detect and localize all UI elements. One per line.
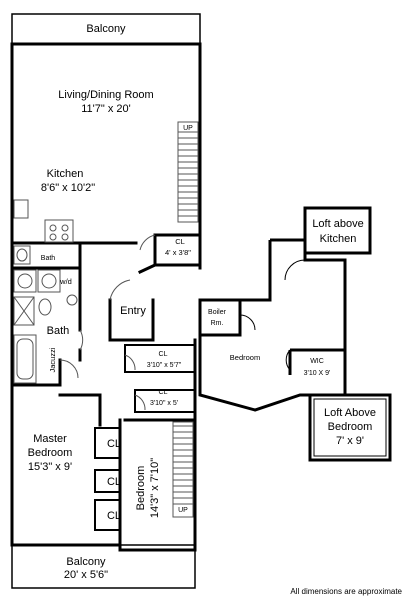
master-bedroom-line2: Bedroom — [28, 447, 73, 459]
master-bedroom-line1: Master — [33, 433, 67, 445]
entry-label: Entry — [120, 305, 146, 317]
loft-bedroom-line2: Bedroom — [328, 421, 373, 433]
master-closet-1: CL — [107, 438, 121, 450]
washer-dryer-label: w/d — [59, 277, 72, 286]
living-dining-size: 11'7" x 20' — [81, 103, 131, 115]
bath-label: Bath — [47, 325, 70, 337]
bath-small-label: Bath — [41, 255, 56, 262]
closet-hall-2-name: CL — [159, 389, 168, 396]
balcony-top-label: Balcony — [86, 23, 126, 35]
kitchen-name: Kitchen — [47, 168, 84, 180]
closet-hall-1-size: 3'10" x 5'7" — [147, 362, 182, 369]
master-bedroom-size: 15'3" x 9' — [28, 461, 72, 473]
bedroom-2-name: Bedroom — [135, 466, 147, 511]
loft-bedroom-line1: Loft Above — [324, 407, 376, 419]
living-dining-name: Living/Dining Room — [58, 89, 153, 101]
boiler-line1: Boiler — [208, 309, 227, 316]
master-closet-2: CL — [107, 476, 121, 488]
wic-name: WIC — [310, 358, 324, 365]
dimensions-note: All dimensions are approximate — [290, 587, 402, 596]
closet-kitchen-name: CL — [175, 237, 185, 246]
bedroom-2-size: 14'3" x 7'10" — [149, 458, 161, 518]
loft-kitchen-line2: Kitchen — [320, 233, 357, 245]
closet-hall-1-name: CL — [159, 351, 168, 358]
closet-kitchen-size: 4' x 3'8" — [165, 248, 191, 257]
closet-hall-2-size: 3'10" x 5' — [150, 400, 178, 407]
jacuzzi-label: Jacuzzi — [48, 347, 57, 372]
wic-size: 3'10 X 9' — [304, 370, 331, 377]
balcony-bottom-size: 20' x 5'6" — [64, 569, 108, 581]
main-unit-walls — [10, 13, 202, 589]
stair-up-label-1: UP — [183, 125, 193, 132]
loft-bedroom-size: 7' x 9' — [336, 435, 364, 447]
loft-kitchen-line1: Loft above — [312, 218, 363, 230]
upper-level-walls — [198, 206, 392, 462]
fixtures — [13, 121, 199, 518]
balcony-bottom-name: Balcony — [66, 556, 106, 568]
upper-bedroom-label: Bedroom — [230, 353, 260, 362]
boiler-line2: Rm. — [211, 320, 224, 327]
stair-up-label-2: UP — [178, 507, 188, 514]
kitchen-size: 8'6" x 10'2" — [41, 182, 95, 194]
master-closet-3: CL — [107, 510, 121, 522]
